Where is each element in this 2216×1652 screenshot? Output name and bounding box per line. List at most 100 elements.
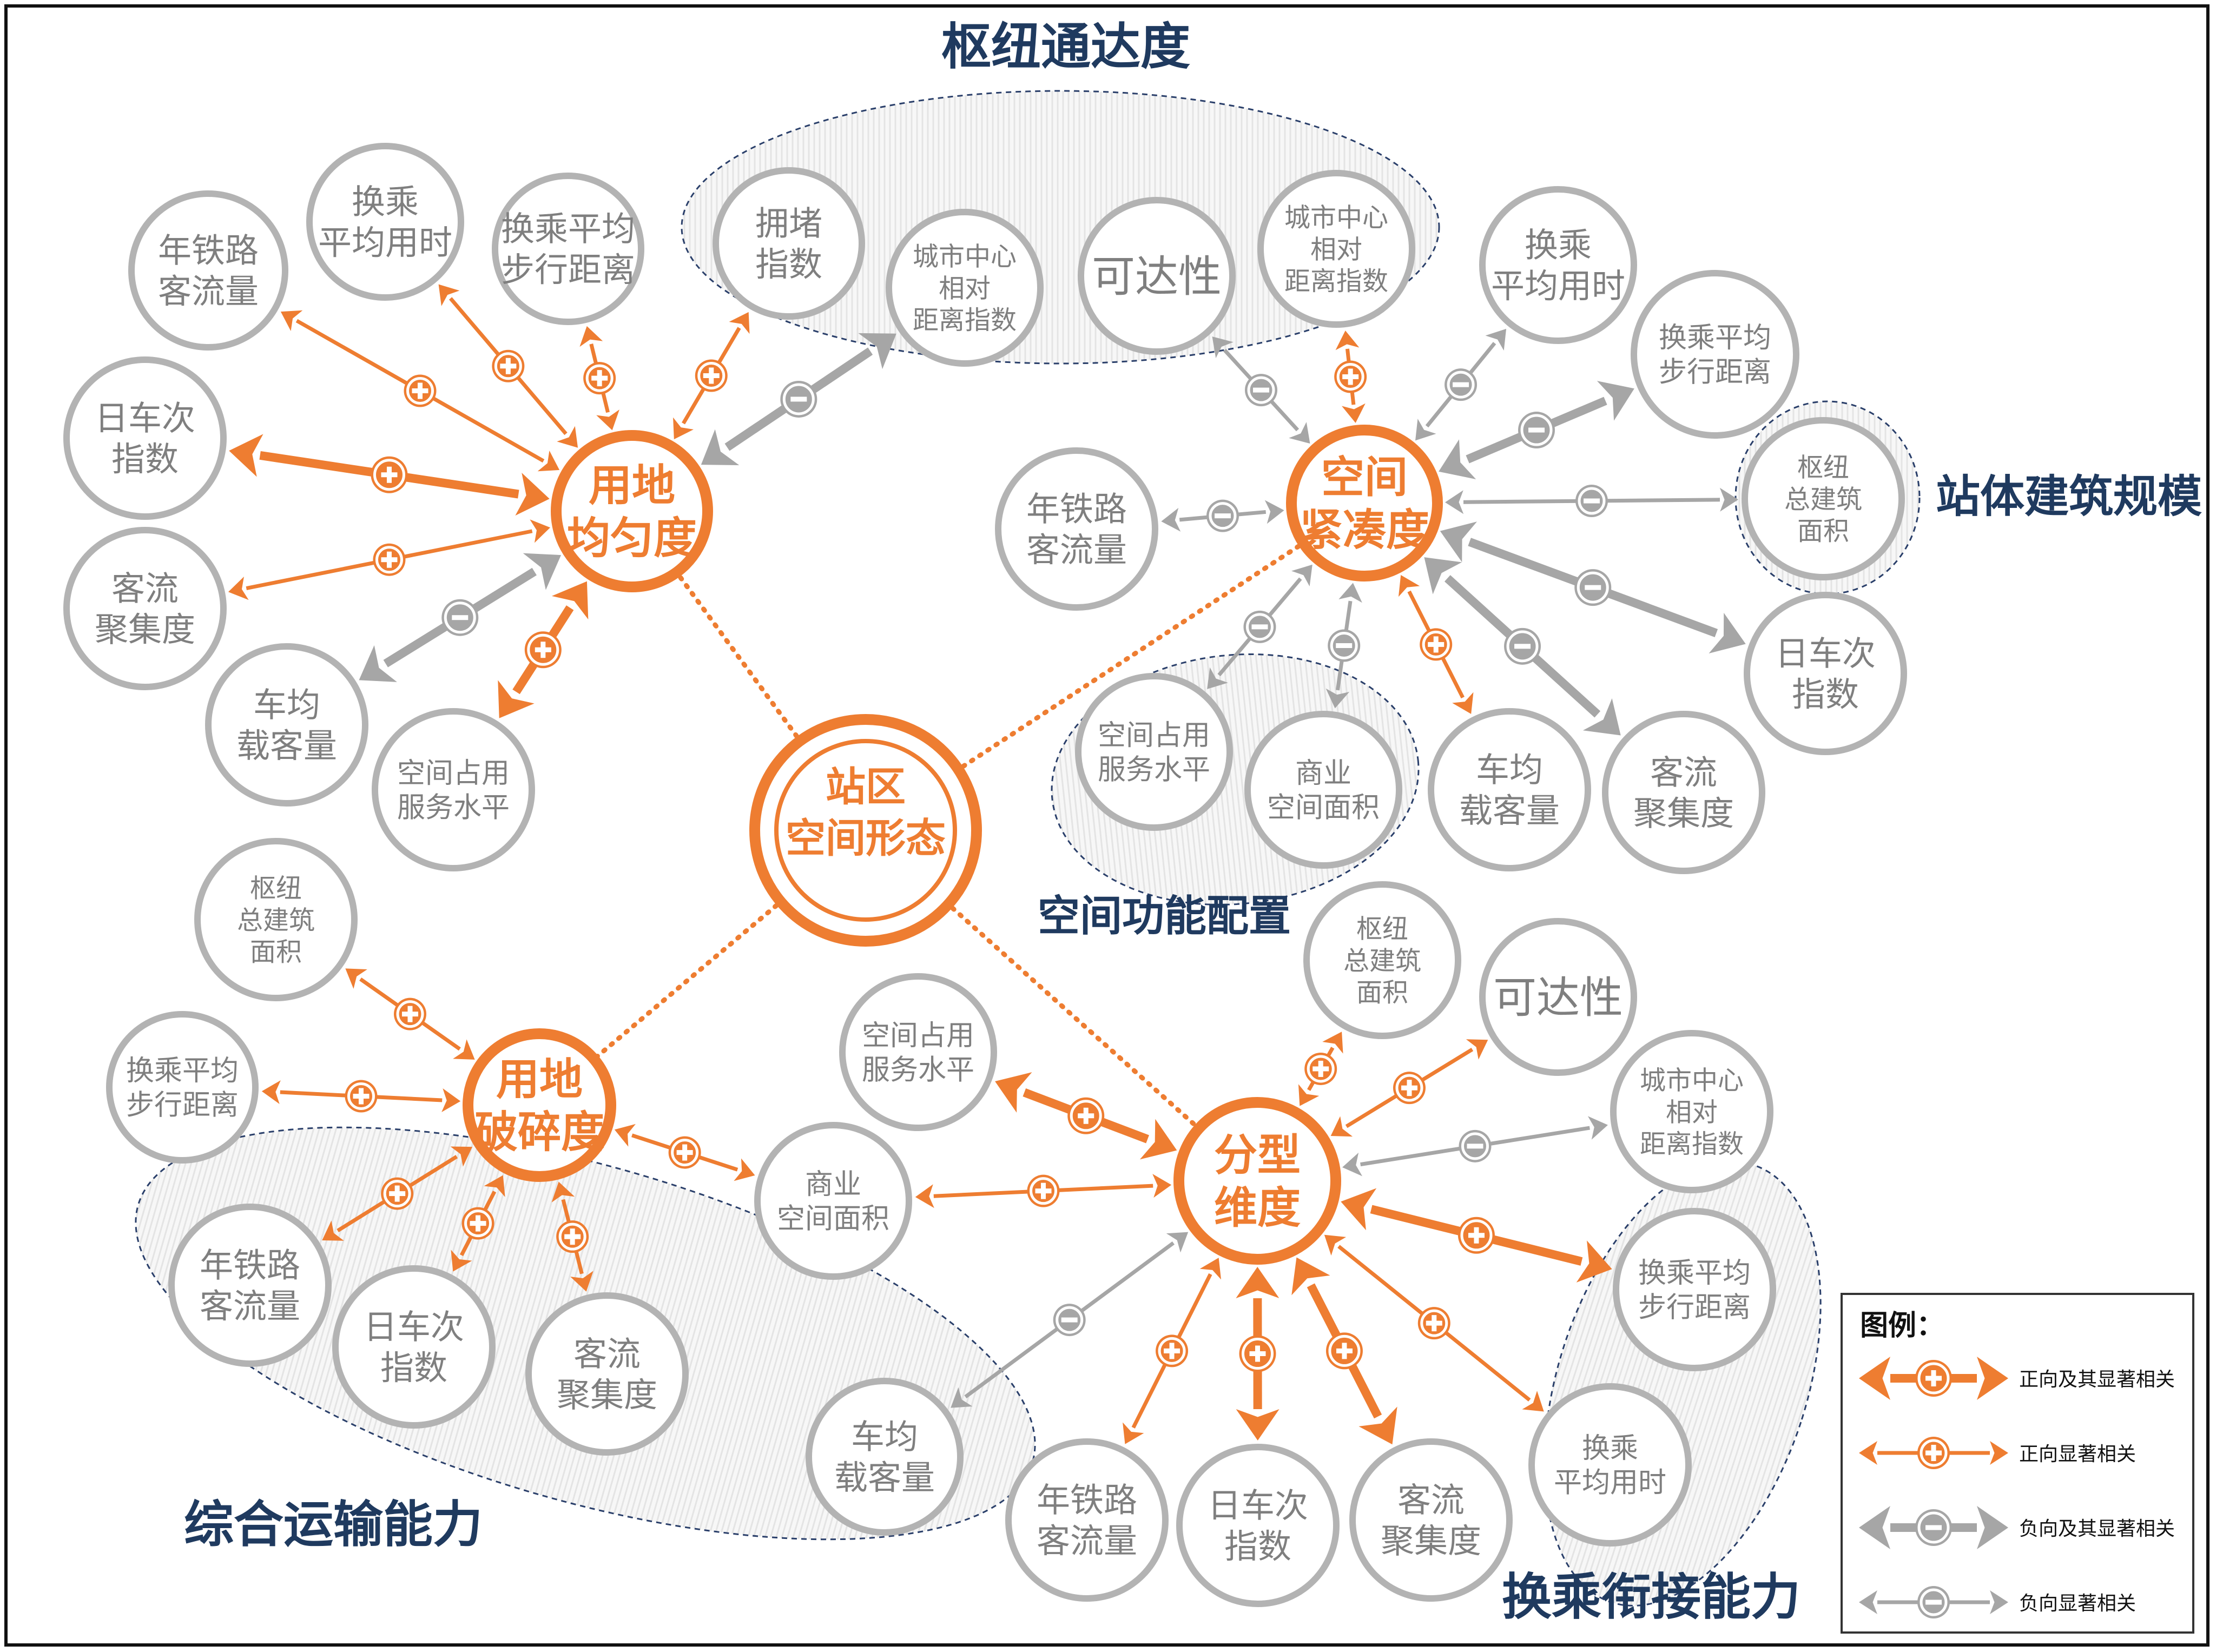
link-h2-b8 (1424, 557, 1621, 736)
node-circle-d2 (1303, 881, 1461, 1039)
node-circle-a1 (128, 190, 288, 351)
sign-h2-b6-badge-ring (1209, 502, 1237, 530)
legend-label-1: 正向显著相关 (2019, 1443, 2136, 1465)
sign-h2-b5-badge-bar (1584, 498, 1600, 504)
node-label-d6-0: 换乘 (1582, 1432, 1638, 1465)
node-label-a9-1: 服务水平 (397, 791, 510, 824)
group-label-space-function: 空间功能配置 (1038, 892, 1291, 941)
node-label-h3-1: 破碎度 (474, 1107, 604, 1158)
link-h1-a8 (359, 553, 562, 682)
arrow-h1-a5-head-start (701, 429, 740, 466)
sign-h2-b4-badge-bar (1528, 427, 1545, 433)
arrow-h1-a9-head-start (551, 581, 589, 620)
sign-h3-c3-badge-ring (383, 1180, 411, 1208)
arrow-h2-b8-head-start (1424, 557, 1462, 594)
node-label-c1-2: 面积 (250, 937, 302, 967)
sign-h2-b1-badge-ring (1247, 376, 1275, 404)
node-label-a4-0: 拥堵 (755, 204, 822, 243)
sign-h1-a2-badge-bar-v (505, 358, 511, 374)
link-h4-d4 (1342, 1116, 1608, 1177)
legend-sign-0-badge-bar-v (1931, 1370, 1936, 1386)
arrow-h2-b2-head-start (1342, 403, 1366, 423)
arrow-h3-c2-head-end (261, 1080, 281, 1105)
node-label-a3-0: 换乘平均 (501, 209, 635, 249)
arrow-h1-a4-head-start (673, 417, 694, 440)
node-label-a7-1: 聚集度 (95, 610, 195, 649)
arrow-h4-d1-head-end (995, 1072, 1032, 1113)
node-circle-b10 (1075, 673, 1233, 831)
node-circle-b3 (1479, 186, 1637, 344)
link-h1-a9 (498, 581, 589, 718)
node-label-b2-0: 城市中心 (1284, 203, 1388, 233)
sign-h4-d1-badge-bar-v (1083, 1107, 1089, 1124)
arrow-h2-b1-head-start (1289, 422, 1310, 444)
sign-h3-c4-badge-bar-v (476, 1215, 481, 1232)
node-label-d5-0: 换乘平均 (1638, 1257, 1751, 1290)
node-circle-h2 (1286, 425, 1443, 581)
arrow-h3-c2-head-start (441, 1088, 461, 1112)
arrow-h4-c6-head-end (915, 1184, 934, 1208)
sign-h3-c1-badge-bar-v (407, 1006, 413, 1022)
sign-h1-a7-badge-ring (375, 546, 403, 574)
node-label-h4-0: 分型 (1214, 1130, 1301, 1180)
arrow-h4-d3-head-start (1330, 1116, 1353, 1137)
link-h2-b3 (1415, 328, 1507, 441)
node-label-d9-0: 客流 (1397, 1481, 1465, 1520)
node-label-b9-0: 车均 (1476, 750, 1543, 790)
sign-h3-c5-badge-bar-v (570, 1228, 575, 1245)
arrow-h3-c3-head-start (450, 1146, 473, 1167)
legend-arrow-0-head-start (1859, 1357, 1890, 1400)
center-label-line2: 空间形态 (786, 815, 946, 862)
arrow-h4-d4-head-start (1342, 1152, 1363, 1177)
link-h1-a7 (228, 519, 550, 600)
arrow-h2-b2-head-end (1335, 331, 1360, 351)
arrow-h1-a3-head-start (596, 409, 619, 431)
node-label-d10-1: 载客量 (834, 1458, 935, 1497)
arrow-h4-d5-head-start (1341, 1188, 1377, 1231)
arrow-h4-d10-head-start (1166, 1232, 1189, 1253)
arrow-h1-a4-head-end (729, 312, 750, 334)
link-h2-b9 (1398, 574, 1474, 714)
sign-h4-d7-badge-ring (1158, 1337, 1186, 1365)
node-label-b5-2: 面积 (1797, 516, 1849, 546)
sign-h1-a7-badge-bar-v (386, 551, 392, 568)
arrow-h3-c1-head-start (453, 1039, 475, 1060)
sign-h1-a4-badge-ring (697, 361, 726, 389)
link-h2-b11 (1325, 583, 1362, 709)
arrow-h4-d9-head-end (1358, 1406, 1397, 1445)
arrow-h4-d4-head-end (1587, 1116, 1608, 1140)
legend-item-2: 负向及其显著相关 (1859, 1506, 2175, 1549)
node-circle-b7 (1744, 592, 1907, 755)
sign-h4-d6-badge-bar-v (1432, 1315, 1437, 1332)
sign-h1-a5-badge-bar (790, 397, 807, 402)
sign-h1-a5-badge-ring (782, 383, 815, 415)
legend-arrow-0-head-end (1977, 1357, 2008, 1400)
node-label-b7-1: 指数 (1792, 675, 1859, 714)
legend-sign-0-badge-ring (1917, 1362, 1950, 1395)
node-circle-d10 (806, 1378, 964, 1536)
node-label-a2-0: 换乘 (352, 182, 419, 222)
sign-h4-d5-badge-bar-v (1474, 1227, 1479, 1244)
legend-sign-3-badge-bar (1925, 1600, 1942, 1605)
node-label-d1-0: 空间占用 (862, 1020, 974, 1052)
node-label-c4-1: 指数 (380, 1348, 447, 1387)
link-h4-d6 (1324, 1234, 1544, 1412)
node-label-h1-0: 用地 (589, 460, 675, 511)
group-ellipse-hub-access (681, 90, 1440, 365)
node-label-b9-1: 载客量 (1459, 791, 1560, 830)
sign-h2-b11-badge-bar (1336, 643, 1353, 649)
node-circle-h3 (463, 1028, 616, 1182)
node-label-a5-0: 城市中心 (913, 242, 1017, 272)
node-label-d4-2: 距离指数 (1640, 1129, 1744, 1159)
legend-item-3: 负向显著相关 (1859, 1586, 2136, 1618)
sign-h3-c5-badge-ring (558, 1223, 586, 1251)
node-label-b6-1: 客流量 (1026, 530, 1127, 570)
node-label-a8-0: 车均 (253, 685, 320, 725)
